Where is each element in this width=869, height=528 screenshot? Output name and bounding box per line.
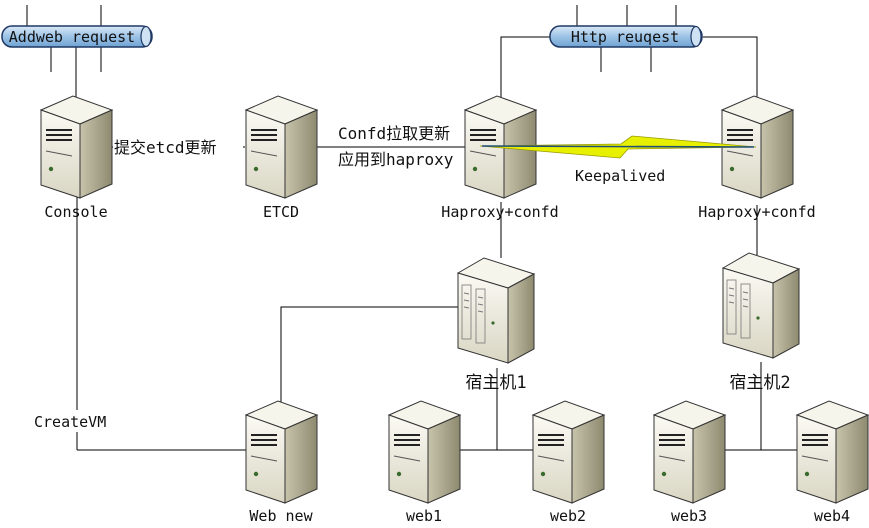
web2-server: web2 (532, 400, 605, 525)
server-icon (532, 400, 605, 504)
haproxy-left-server: Haproxy+confd (441, 95, 559, 221)
etcd-server: ETCD (245, 95, 318, 221)
connection-lines (26, 5, 833, 451)
host1-server: 宿主机1 (457, 257, 535, 393)
host2-server: 宿主机2 (722, 252, 800, 393)
addweb-request-label: Addweb request (9, 28, 135, 46)
haproxy-right-server: Haproxy+confd (698, 95, 816, 221)
server-icon (653, 400, 726, 504)
host1-label: 宿主机1 (465, 373, 526, 393)
keepalived-label: Keepalived (575, 167, 665, 185)
console-server: Console (40, 95, 113, 221)
submit-etcd-update-label: 提交etcd更新 (114, 138, 217, 157)
web4-label: web4 (814, 507, 850, 525)
confd-pull-update-label: Confd拉取更新 (338, 124, 450, 143)
web3-label: web3 (671, 507, 707, 525)
etcd-label: ETCD (263, 203, 299, 221)
apply-to-haproxy-label: 应用到haproxy (338, 150, 454, 169)
web4-server: web4 (796, 400, 869, 525)
web3-server: web3 (653, 400, 726, 525)
createvm-label: CreateVM (34, 413, 106, 431)
haproxy-right-label: Haproxy+confd (698, 203, 815, 221)
http-request-bus: Http reuqest (549, 25, 703, 48)
console-label: Console (44, 203, 107, 221)
tower-server-icon (457, 257, 535, 364)
tower-server-icon (722, 252, 800, 359)
keepalived-link: Keepalived (479, 135, 757, 185)
web2-label: web2 (550, 507, 586, 525)
web1-label: web1 (406, 507, 442, 525)
haproxy-left-label: Haproxy+confd (441, 203, 558, 221)
server-icon (388, 400, 461, 504)
server-icon (796, 400, 869, 504)
server-icon (245, 95, 318, 199)
addweb-request-bus: Addweb request (1, 25, 153, 48)
host2-label: 宿主机2 (729, 373, 790, 393)
web-new-server: Web new (245, 400, 318, 525)
server-icon (245, 400, 318, 504)
http-request-label: Http reuqest (571, 28, 679, 46)
web-new-label: Web new (249, 507, 313, 525)
server-icon (40, 95, 113, 199)
web1-server: web1 (388, 400, 461, 525)
